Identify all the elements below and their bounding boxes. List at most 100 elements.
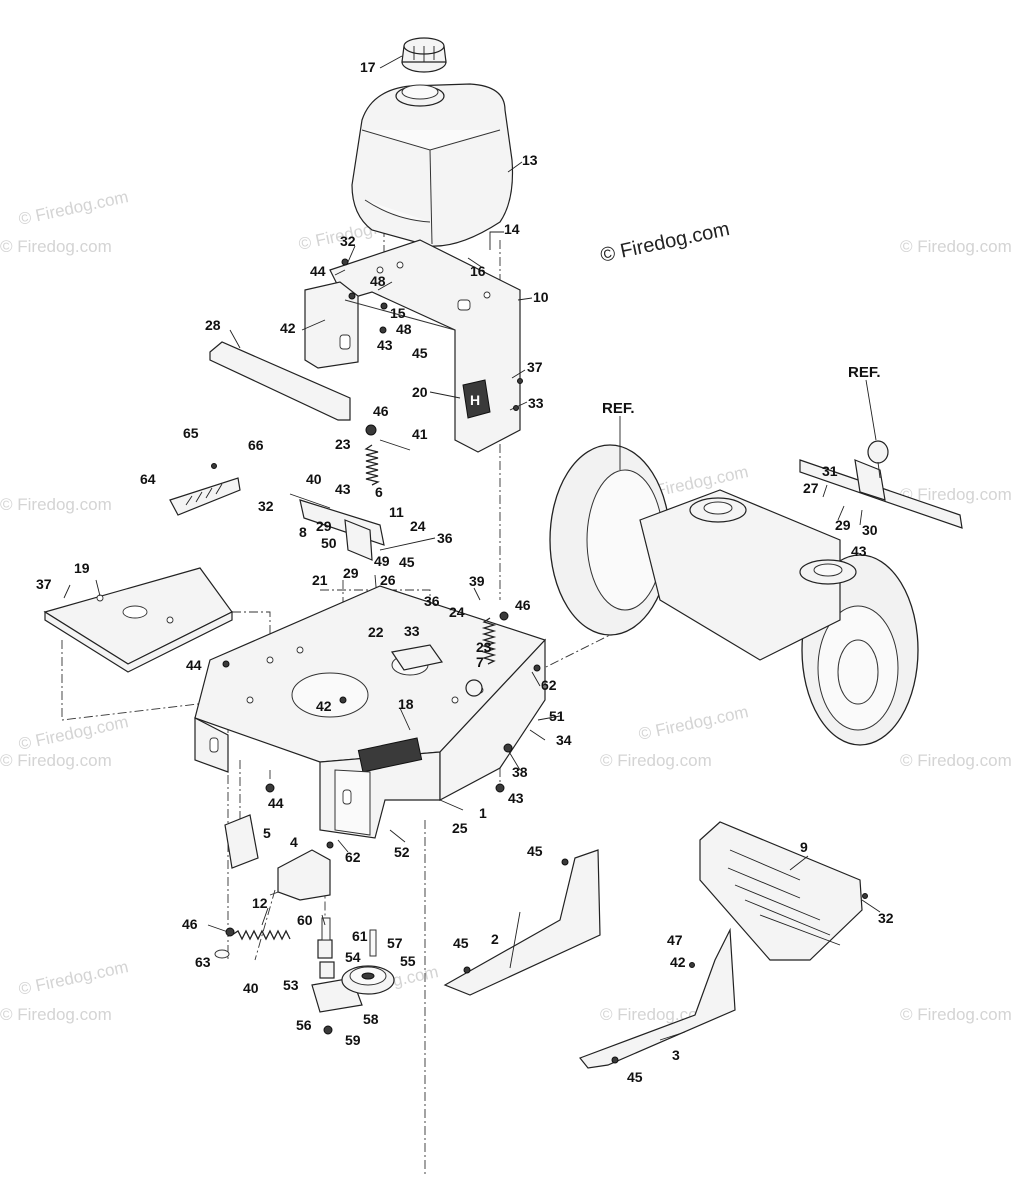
- callout-29: 29: [343, 565, 359, 581]
- callout-12: 12: [252, 895, 268, 911]
- callout-50: 50: [321, 535, 337, 551]
- callout-21: 21: [312, 572, 328, 588]
- callout-66: 66: [248, 437, 264, 453]
- callout-57: 57: [387, 935, 403, 951]
- callout-42: 42: [280, 320, 296, 336]
- callout-10: 10: [533, 289, 549, 305]
- callout-19: 19: [74, 560, 90, 576]
- spring-12: [231, 929, 291, 941]
- callout-30: 30: [862, 522, 878, 538]
- callout-48: 48: [396, 321, 412, 337]
- callout-28: 28: [205, 317, 221, 333]
- callout-32: 32: [258, 498, 274, 514]
- callout-29: 29: [835, 517, 851, 533]
- watermark: © Firedog.com: [0, 1005, 112, 1024]
- callout-43: 43: [851, 543, 867, 559]
- callout-51: 51: [549, 708, 565, 724]
- callout-45: 45: [453, 935, 469, 951]
- watermark: © Firedog.com: [900, 1005, 1012, 1024]
- main-frame: [194, 585, 547, 839]
- bracket-5: [224, 814, 259, 869]
- heat-shield-bar: [209, 341, 351, 421]
- callout-45: 45: [399, 554, 415, 570]
- callout-4: 4: [290, 834, 298, 850]
- callout-44: 44: [268, 795, 284, 811]
- callout-2: 2: [491, 931, 499, 947]
- hardware-dots: [211, 258, 868, 1064]
- callout-43: 43: [508, 790, 524, 806]
- callout-46: 46: [515, 597, 531, 613]
- callout-33: 33: [404, 623, 420, 639]
- callout-37: 37: [36, 576, 52, 592]
- leader-lines: [63, 55, 881, 1041]
- watermark: © Firedog.com: [17, 187, 130, 229]
- callout-42: 42: [316, 698, 332, 714]
- callout-37: 37: [527, 359, 543, 375]
- callout-45: 45: [527, 843, 543, 859]
- callout-5: 5: [263, 825, 271, 841]
- callout-14: 14: [504, 221, 520, 237]
- callout-59: 59: [345, 1032, 361, 1048]
- callout-46: 46: [373, 403, 389, 419]
- grate-bracket: [169, 477, 241, 516]
- callout-27: 27: [803, 480, 819, 496]
- callout-29: 29: [316, 518, 332, 534]
- fuel-cap: [401, 37, 447, 73]
- callout-46: 46: [182, 916, 198, 932]
- callout-31: 31: [822, 463, 838, 479]
- callout-1: 1: [479, 805, 487, 821]
- callout-54: 54: [345, 949, 361, 965]
- callout-64: 64: [140, 471, 156, 487]
- callout-56: 56: [296, 1017, 312, 1033]
- ref-label-wheel: REF.: [602, 400, 635, 417]
- callout-6: 6: [375, 484, 383, 500]
- callout-52: 52: [394, 844, 410, 860]
- callout-32: 32: [340, 233, 356, 249]
- watermark: © Firedog.com: [0, 751, 112, 770]
- watermark: © Firedog.com: [900, 237, 1012, 256]
- callout-47: 47: [667, 932, 683, 948]
- callout-8: 8: [299, 524, 307, 540]
- callout-15: 15: [390, 305, 406, 321]
- callout-36: 36: [437, 530, 453, 546]
- callout-43: 43: [335, 481, 351, 497]
- callout-44: 44: [186, 657, 202, 673]
- watermark: © Firedog.com: [0, 237, 112, 256]
- callout-33: 33: [528, 395, 544, 411]
- callout-45: 45: [412, 345, 428, 361]
- callout-32: 32: [878, 910, 894, 926]
- ref-label-lever: REF.: [848, 364, 881, 381]
- callout-22: 22: [368, 624, 384, 640]
- callout-43: 43: [377, 337, 393, 353]
- callout-44: 44: [310, 263, 326, 279]
- callout-41: 41: [412, 426, 428, 442]
- callout-49: 49: [374, 553, 390, 569]
- callout-25: 25: [452, 820, 468, 836]
- callout-48: 48: [370, 273, 386, 289]
- callout-7: 7: [476, 654, 484, 670]
- watermark: © Firedog.com: [17, 957, 130, 999]
- callout-13: 13: [522, 152, 538, 168]
- callout-55: 55: [400, 953, 416, 969]
- callout-60: 60: [297, 912, 313, 928]
- callout-61: 61: [352, 928, 368, 944]
- bracket-2: [443, 849, 601, 996]
- callout-24: 24: [449, 604, 465, 620]
- linkage-assembly: [289, 493, 436, 611]
- callout-40: 40: [306, 471, 322, 487]
- bracket-4: [277, 849, 331, 901]
- callout-3: 3: [672, 1047, 680, 1063]
- copyright-text: © Firedog.com: [598, 218, 731, 267]
- floor-pan: [699, 821, 863, 961]
- pivot-7: [465, 679, 483, 697]
- watermark: © Firedog.com: [600, 751, 712, 770]
- callout-40: 40: [243, 980, 259, 996]
- fuel-tank: [351, 83, 514, 247]
- callout-63: 63: [195, 954, 211, 970]
- callout-62: 62: [345, 849, 361, 865]
- callout-16: 16: [470, 263, 486, 279]
- rear-axle-assembly: [549, 440, 963, 746]
- seat-plate: [43, 567, 233, 673]
- spring-23-lower: [481, 617, 497, 665]
